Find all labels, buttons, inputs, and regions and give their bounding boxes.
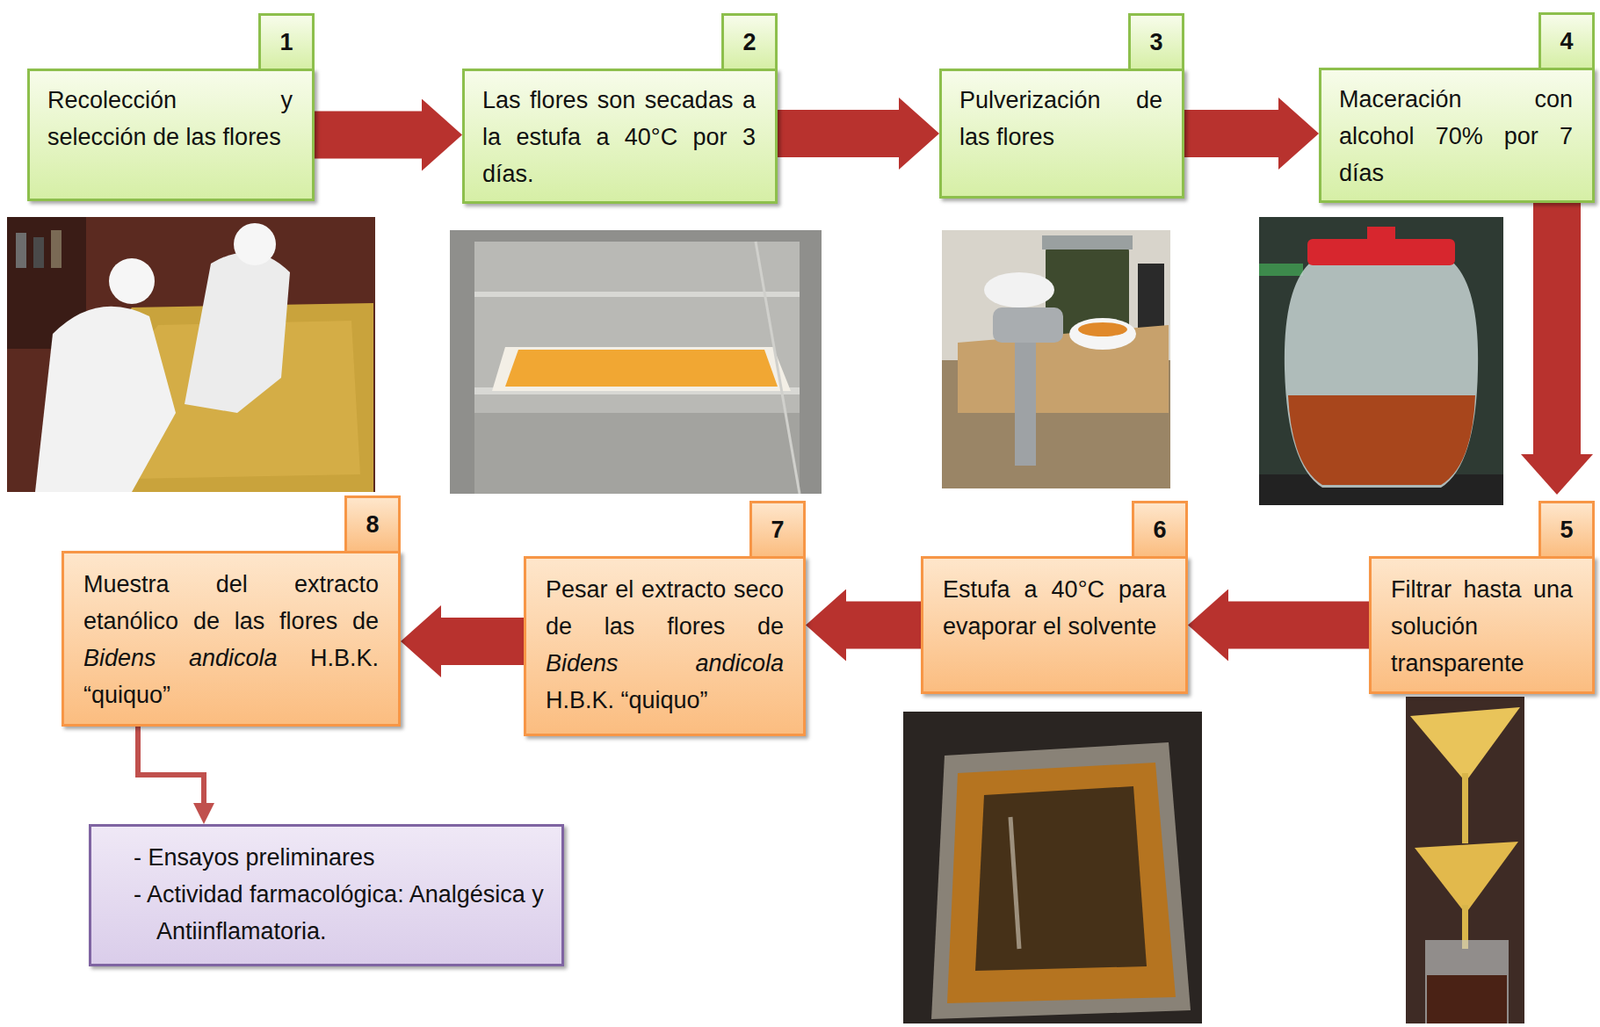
photo-ground [1405, 696, 1525, 1024]
process-box: 2Las flores son secadas a la estufa a 40… [462, 68, 778, 204]
cap [233, 223, 276, 266]
glove [984, 272, 1055, 308]
step-tab: 4 [1538, 12, 1595, 71]
result-box: - Ensayos preliminares- Actividad farmac… [88, 824, 565, 967]
block-arrow [314, 111, 422, 160]
process-box: 5Filtrar hasta una solución transparente [1368, 556, 1595, 695]
filter-funnel [1414, 841, 1519, 914]
flowers-tray [505, 349, 778, 387]
process-box: 1Recolección y selección de las flores [27, 68, 315, 202]
block-arrow [846, 601, 921, 650]
step-text: Muestra del extracto etanólico de las fl… [83, 565, 379, 714]
step-number: 8 [365, 511, 379, 539]
block-arrow [1533, 202, 1581, 455]
bottle [33, 237, 44, 268]
step-text: Filtrar hasta una solución transparente [1390, 571, 1573, 682]
step-number: 6 [1152, 516, 1166, 544]
photo-collecting [7, 217, 376, 493]
jar-knob [1367, 226, 1396, 241]
beaker [1425, 940, 1509, 1024]
dried-extract [947, 762, 1176, 1004]
step-number: 5 [1559, 516, 1573, 544]
lab-coat [35, 306, 176, 493]
filtrate [1426, 975, 1507, 1024]
step-tab: 2 [721, 13, 778, 72]
photo-oven [449, 230, 822, 494]
step-tab: 5 [1538, 500, 1595, 559]
process-box: 8Muestra del extracto etanólico de las f… [61, 550, 401, 727]
photo-ground [1259, 217, 1504, 506]
cap [108, 258, 155, 305]
block-arrow [1184, 109, 1279, 158]
bowl [1069, 318, 1137, 350]
photo-jar [1259, 217, 1504, 506]
pipe [1259, 263, 1304, 276]
photo-ground [7, 217, 376, 493]
photo-ground [449, 230, 822, 494]
step-number: 4 [1559, 28, 1573, 56]
step-tab: 6 [1131, 500, 1188, 559]
reflection [1010, 817, 1020, 949]
step-number: 1 [279, 28, 293, 57]
photo-tray [903, 711, 1202, 1024]
step-tab: 1 [258, 13, 315, 72]
bullet-item: - Actividad farmacológica: Analgésica y … [133, 876, 544, 950]
bullet-item: - Ensayos preliminares [133, 839, 544, 877]
photo-ground [903, 711, 1202, 1024]
step-text: Las flores son secadas a la estufa a 40°… [482, 81, 756, 193]
glass-tray [931, 742, 1191, 1020]
process-box: 7Pesar el extracto seco de las flores de… [523, 556, 806, 737]
paper [957, 325, 1169, 413]
step-number: 2 [742, 28, 756, 57]
funnel-stem [1462, 773, 1469, 844]
powder [1078, 322, 1128, 337]
jar-lid [1307, 238, 1456, 266]
grid-shelf [474, 412, 800, 494]
block-arrow [441, 617, 524, 666]
process-box: 6Estufa a 40°C para evaporar el solvente [920, 556, 1188, 695]
extract-liquid [1288, 395, 1476, 486]
shelf [474, 291, 800, 297]
lab-coat [184, 252, 290, 413]
process-box: 4Maceración con alcohol 70% por 7 días [1318, 67, 1595, 203]
step-number: 3 [1149, 28, 1163, 57]
block-arrow [1228, 601, 1369, 650]
step-tab: 7 [749, 500, 806, 559]
step-text: Estufa a 40°C para evaporar el solvente [942, 571, 1166, 645]
step-text: Recolección y selección de las flores [47, 81, 293, 156]
photo-ground [941, 230, 1171, 489]
paper [492, 347, 791, 391]
bottle [50, 230, 62, 268]
jar-lid [1042, 235, 1133, 250]
jar-glass [1284, 263, 1478, 488]
filter-funnel [1410, 707, 1521, 782]
grinder [992, 307, 1064, 343]
step-text: Pulverización de las flores [959, 81, 1163, 156]
step-text: Maceración con alcohol 70% por 7 días [1339, 80, 1573, 192]
dried-extract [975, 786, 1147, 971]
step-number: 7 [770, 516, 784, 544]
bottle [15, 232, 27, 268]
grinder-clamp [1014, 342, 1036, 466]
block-arrow [777, 109, 899, 158]
oven-inside [474, 241, 800, 494]
step-tab: 3 [1128, 13, 1185, 72]
photo-grinder [941, 230, 1171, 489]
rail [755, 241, 800, 494]
step-text: Pesar el extracto seco de las flores de … [545, 571, 784, 719]
process-box: 3Pulverización de las flores [939, 68, 1185, 199]
connector-line [137, 726, 204, 804]
photo-filter [1405, 696, 1525, 1024]
step-tab: 8 [344, 495, 401, 554]
